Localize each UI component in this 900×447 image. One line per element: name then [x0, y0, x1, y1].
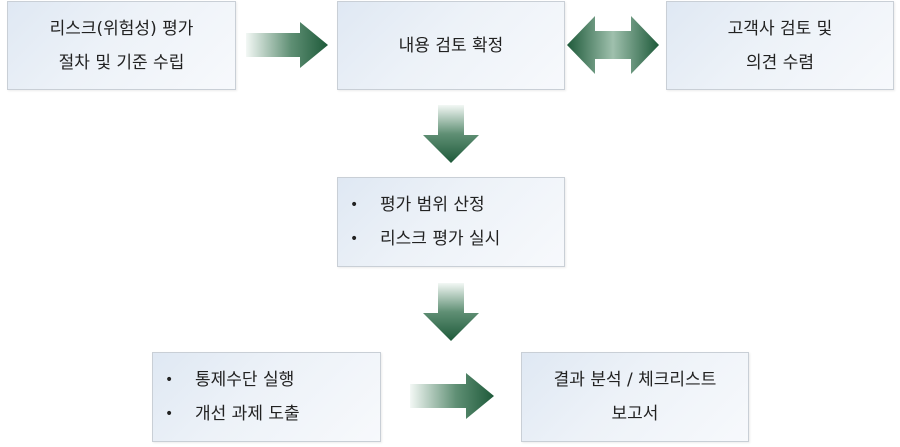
step-confirm-line-1: 내용 검토 확정	[398, 35, 504, 56]
list-item: • 개선 과제 도출	[165, 397, 380, 431]
step-report-line-1: 결과 분석 / 체크리스트	[553, 370, 717, 390]
bullet-icon: •	[350, 197, 359, 213]
step-procedure-box: 리스크(위험성) 평가 절차 및 기준 수립	[7, 1, 236, 90]
arrow-right-icon	[410, 373, 494, 419]
control-item-label: 개선 과제 도출	[195, 404, 300, 424]
step-procedure-line-2: 절차 및 기준 수립	[58, 52, 185, 73]
bullet-icon: •	[165, 406, 174, 422]
step-report-line-2: 보고서	[611, 404, 659, 424]
step-client-line-2: 의견 수렴	[746, 52, 814, 73]
double-arrow-icon	[567, 16, 659, 74]
list-item: • 통제수단 실행	[165, 363, 380, 397]
arrow-right-icon	[246, 22, 328, 68]
step-procedure-line-1: 리스크(위험성) 평가	[49, 18, 194, 39]
bullet-icon: •	[165, 372, 174, 388]
list-item: • 리스크 평가 실시	[350, 222, 564, 256]
control-item-label: 통제수단 실행	[195, 370, 295, 390]
scope-item-label: 리스크 평가 실시	[380, 229, 501, 249]
step-client-review-box: 고객사 검토 및 의견 수렴	[666, 1, 894, 90]
step-confirm-box: 내용 검토 확정	[337, 1, 565, 90]
step-control-box: • 통제수단 실행 • 개선 과제 도출	[152, 352, 381, 442]
step-scope-box: • 평가 범위 산정 • 리스크 평가 실시	[337, 177, 565, 267]
arrow-down-icon	[423, 283, 479, 341]
scope-item-label: 평가 범위 산정	[380, 195, 485, 215]
step-report-box: 결과 분석 / 체크리스트 보고서	[521, 352, 749, 442]
list-item: • 평가 범위 산정	[350, 188, 564, 222]
arrow-down-icon	[423, 105, 479, 163]
step-client-line-1: 고객사 검토 및	[727, 18, 833, 39]
bullet-icon: •	[350, 231, 359, 247]
